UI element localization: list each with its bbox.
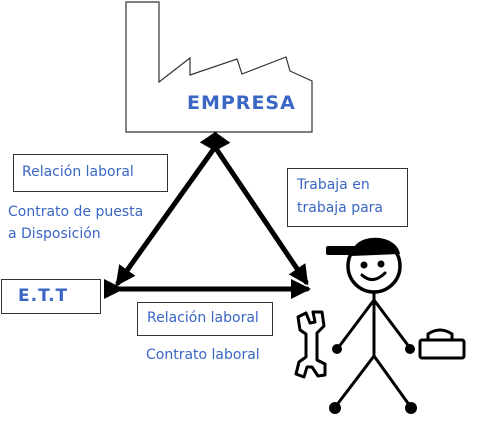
relacion-laboral-top-label: Relación laboral	[22, 164, 134, 180]
ett-label: E.T.T	[18, 286, 69, 306]
relacion-laboral-bottom-box	[137, 302, 273, 336]
factory-icon	[125, 1, 313, 133]
contrato-puesta-disposicion-label: Contrato de puesta a Disposición	[8, 204, 144, 242]
relacion-laboral-top-box	[13, 154, 168, 192]
stick-figure-worker-icon	[326, 237, 417, 414]
arrow-empresa-worker	[199, 131, 309, 286]
trabaja-box	[287, 168, 408, 227]
empresa-label: EMPRESA	[187, 92, 296, 114]
ett-box	[1, 279, 101, 314]
wrench-icon	[294, 310, 327, 379]
relacion-laboral-bottom-label: Relación laboral	[147, 310, 259, 326]
toolbox-icon	[418, 328, 466, 360]
arrow-empresa-ett	[115, 131, 231, 287]
triangle-arrows	[104, 131, 311, 299]
contrato-laboral-label: Contrato laboral	[146, 347, 260, 363]
trabaja-label: Trabaja en trabaja para	[297, 177, 384, 216]
